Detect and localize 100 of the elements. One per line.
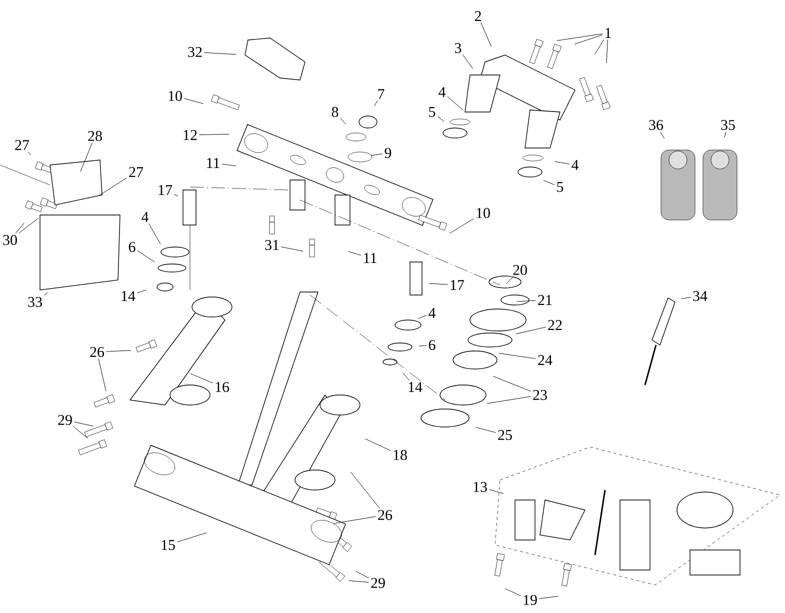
- callout-number: 31: [265, 240, 279, 250]
- leader-line: [374, 100, 378, 106]
- callout-number: 9: [384, 148, 392, 158]
- leader-line: [488, 489, 504, 494]
- leader-line: [556, 34, 603, 41]
- callout-number: 1: [606, 28, 611, 38]
- callout-number: 28: [88, 130, 102, 142]
- callout-number: 4: [438, 87, 446, 97]
- leader-line: [73, 426, 88, 439]
- leader-line: [486, 396, 532, 404]
- leader-line: [137, 250, 155, 262]
- leader-line: [437, 116, 444, 122]
- leader-line: [480, 22, 492, 47]
- leader-line: [660, 131, 664, 139]
- leader-line: [516, 300, 536, 302]
- leader-line: [348, 251, 362, 256]
- callout-number: 13: [474, 482, 487, 492]
- callout-number: 4: [572, 160, 579, 170]
- leader-line: [724, 131, 726, 138]
- leader-line: [348, 580, 370, 582]
- callout-number: 29: [371, 578, 385, 588]
- callout-number: 30: [3, 234, 17, 246]
- leader-line: [418, 314, 427, 319]
- leader-line: [174, 194, 178, 196]
- callout-number: 34: [693, 290, 708, 302]
- callout-number: 27: [15, 140, 30, 150]
- callout-number: 20: [513, 264, 527, 276]
- leader-line: [680, 297, 692, 299]
- leader-line: [340, 118, 346, 125]
- leader-line: [475, 427, 496, 433]
- leader-line: [98, 358, 106, 392]
- leader-line: [350, 472, 380, 508]
- leader-line: [44, 292, 48, 296]
- callout-number: 36: [649, 120, 664, 130]
- leader-line: [447, 96, 464, 110]
- callout-number: 11: [364, 253, 376, 263]
- leader-line: [106, 350, 132, 352]
- callout-number: 35: [721, 120, 735, 130]
- leader-line: [594, 39, 604, 55]
- leader-line: [99, 178, 128, 196]
- callout-number: 4: [142, 212, 149, 222]
- callout-number: 26: [90, 346, 104, 358]
- leader-line: [574, 34, 603, 44]
- leader-line: [136, 290, 147, 294]
- callout-number: 10: [168, 90, 182, 102]
- callout-number: 4: [428, 308, 436, 318]
- callout-number: 21: [538, 295, 552, 305]
- callout-number: 24: [538, 355, 552, 365]
- leader-line: [554, 161, 570, 164]
- callout-number: 11: [207, 158, 220, 168]
- leader-line: [222, 164, 236, 166]
- callout-number: 27: [129, 167, 144, 177]
- callout-number: 18: [394, 450, 407, 460]
- leader-line: [370, 154, 383, 156]
- leader-line: [428, 283, 448, 285]
- callout-number: 2: [474, 11, 481, 21]
- leader-line: [204, 52, 236, 55]
- callout-number: 7: [378, 89, 384, 99]
- leader-line: [148, 223, 161, 244]
- callout-number: 15: [162, 540, 175, 550]
- callout-number: 29: [58, 414, 72, 426]
- leader-line: [28, 151, 32, 156]
- leader-line: [449, 218, 474, 234]
- leader-line: [18, 218, 38, 234]
- callout-number: 33: [28, 296, 42, 308]
- leader-line: [364, 438, 392, 451]
- leader-line: [498, 353, 536, 359]
- leader-line: [504, 588, 522, 596]
- callout-number: 6: [428, 340, 436, 350]
- leader-line: [190, 373, 214, 384]
- leader-line: [356, 570, 370, 578]
- leader-line: [15, 222, 24, 234]
- leader-line: [402, 372, 410, 381]
- callout-number: 6: [128, 242, 136, 252]
- callout-number: 22: [548, 320, 562, 330]
- callout-number: 19: [524, 594, 537, 606]
- callout-number: 8: [332, 106, 338, 118]
- callout-number: 32: [188, 46, 202, 58]
- callout-number: 3: [454, 42, 462, 54]
- callout-number: 25: [498, 430, 512, 440]
- leader-line: [606, 39, 608, 64]
- leader-line: [74, 422, 94, 426]
- callout-number: 5: [557, 182, 564, 192]
- leader-line: [538, 596, 558, 599]
- leader-line: [280, 246, 304, 252]
- leader-line: [493, 376, 532, 392]
- leader-line: [506, 276, 514, 284]
- callout-number: 14: [122, 291, 136, 301]
- leader-line: [516, 326, 546, 334]
- callout-number: 17: [158, 185, 172, 195]
- callout-number: 14: [408, 382, 422, 392]
- callout-number: 12: [184, 130, 197, 140]
- callout-number: 17: [450, 280, 464, 290]
- leader-line: [198, 134, 230, 136]
- callout-number: 5: [429, 107, 436, 117]
- callout-number: 23: [533, 390, 547, 400]
- leader-line: [334, 516, 376, 524]
- leader-line: [462, 54, 474, 69]
- callout-number: 26: [378, 510, 392, 520]
- leader-line: [418, 345, 427, 346]
